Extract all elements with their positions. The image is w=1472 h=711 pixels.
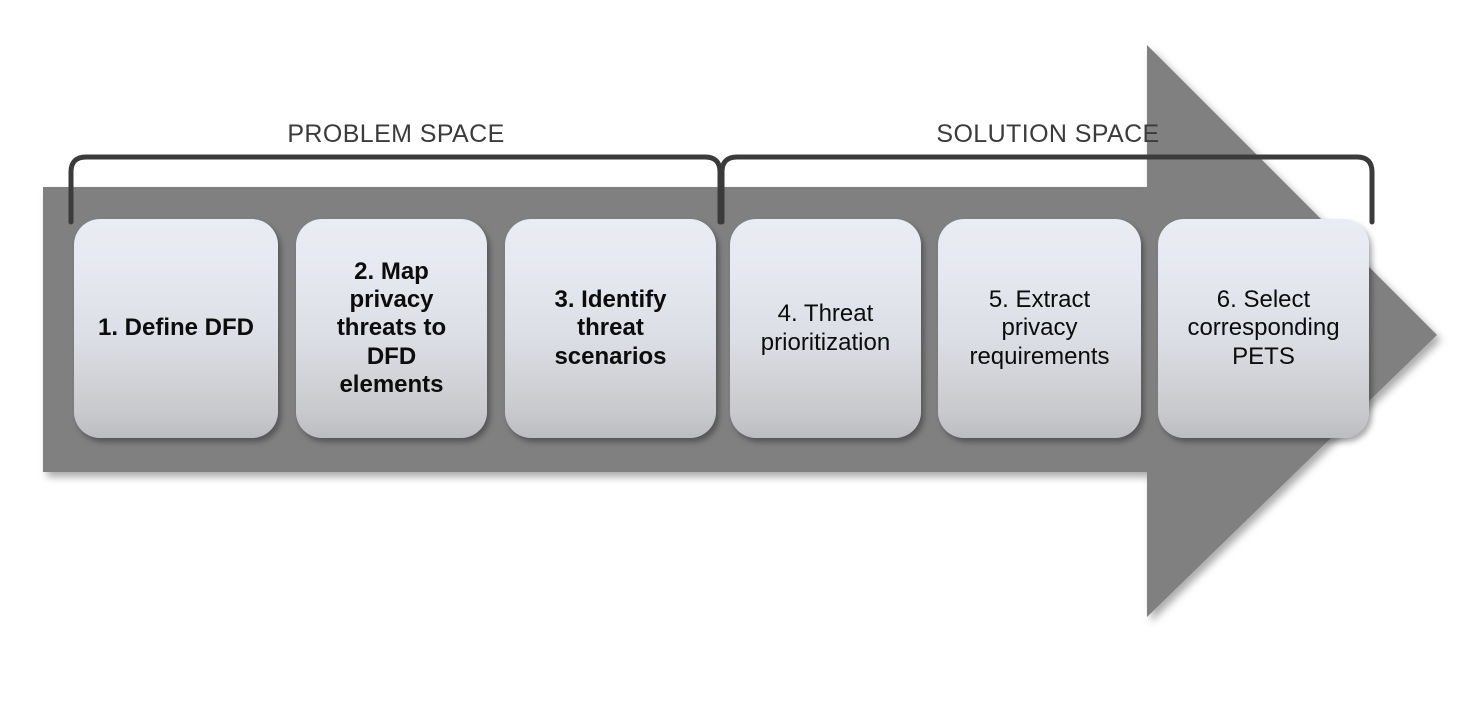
step-box-6[interactable]: 6. Select corresponding PETS: [1158, 219, 1369, 438]
step-box-2[interactable]: 2. Map privacy threats to DFD elements: [296, 219, 487, 438]
step-box-5[interactable]: 5. Extract privacy requirements: [938, 219, 1141, 438]
phase-label-solution-space: SOLUTION SPACE: [936, 120, 1160, 148]
step-label-3: 3. Identify threat scenarios: [554, 286, 667, 370]
step-box-1[interactable]: 1. Define DFD: [74, 219, 278, 438]
step-box-4[interactable]: 4. Threat prioritization: [730, 219, 921, 438]
step-label-4: 4. Threat prioritization: [760, 300, 891, 356]
step-box-3[interactable]: 3. Identify threat scenarios: [505, 219, 716, 438]
step-label-1: 1. Define DFD: [97, 314, 255, 342]
step-label-5: 5. Extract privacy requirements: [969, 286, 1110, 370]
phase-label-problem-space: PROBLEM SPACE: [287, 120, 505, 148]
step-label-6: 6. Select corresponding PETS: [1187, 286, 1340, 370]
step-label-2: 2. Map privacy threats to DFD elements: [336, 257, 447, 398]
